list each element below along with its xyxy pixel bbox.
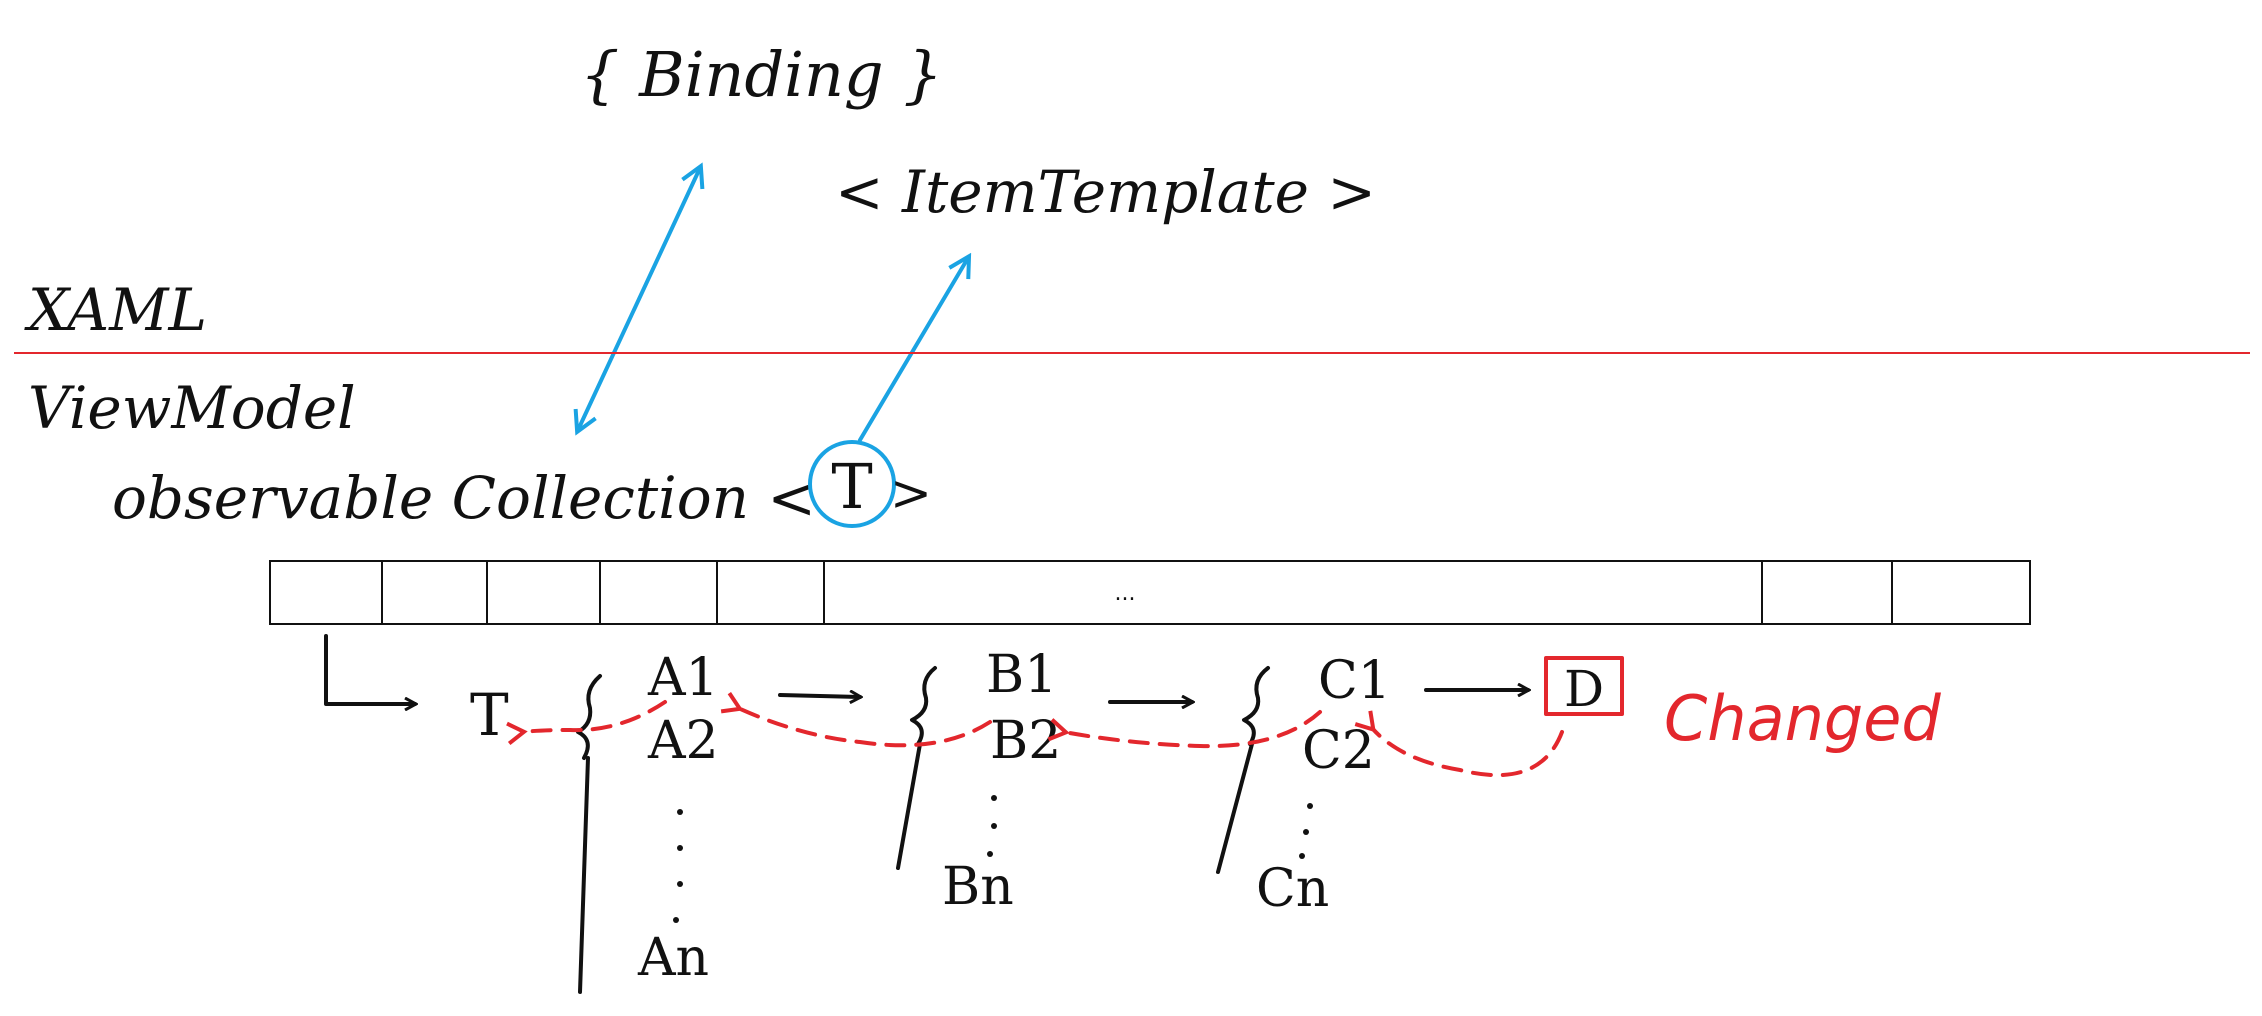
group-b-brace — [910, 666, 937, 746]
group-b-item-2: B2 — [990, 711, 1061, 771]
binding-link-arrow — [578, 168, 700, 430]
collection-label: observable Collection < — [112, 464, 816, 532]
chain-root-t: T — [470, 681, 509, 749]
leaf-d-box — [1544, 656, 1624, 716]
binding-label: { Binding } — [580, 38, 943, 111]
item-template-label: < ItemTemplate > — [835, 158, 1376, 226]
xaml-layer-label: XAML — [24, 276, 207, 344]
array-ellipsis: ... — [1115, 581, 1136, 606]
array-outline — [269, 560, 2031, 625]
change-a2-to-t-arrow — [506, 700, 667, 746]
element-pointer-arrow — [324, 634, 415, 704]
a-to-b-arrow — [778, 695, 860, 697]
group-a-vertical — [578, 756, 590, 994]
group-c-item-2: C2 — [1302, 721, 1375, 781]
group-a-ellipsis — [673, 809, 683, 923]
group-b-item-1: B1 — [986, 645, 1057, 705]
group-a-brace — [576, 674, 602, 760]
group-a-item-1: A1 — [647, 648, 719, 708]
group-a-item-n: An — [637, 928, 709, 988]
group-c-vertical — [1216, 742, 1254, 874]
type-param-label: T — [831, 450, 872, 523]
group-b-ellipsis — [987, 795, 997, 857]
group-c-brace — [1242, 666, 1270, 746]
group-c-item-1: C1 — [1318, 651, 1391, 711]
change-d-to-c1-arrow — [1354, 710, 1564, 778]
group-c-ellipsis — [1299, 803, 1313, 859]
collection-array: ... — [269, 560, 2031, 625]
group-a-item-2: A2 — [647, 711, 719, 771]
changed-label: Changed — [1664, 682, 1941, 755]
change-b2-to-a2-arrow — [720, 692, 992, 748]
item-template-link-arrow — [858, 258, 968, 442]
group-b-item-n: Bn — [942, 857, 1014, 917]
change-c1-to-b2-arrow — [1047, 710, 1322, 749]
collection-close-bracket: > — [890, 464, 932, 522]
group-c-item-n: Cn — [1256, 859, 1329, 919]
leaf-d-label: D — [1564, 660, 1604, 718]
type-param-highlight — [808, 440, 896, 528]
viewmodel-layer-label: ViewModel — [28, 374, 356, 442]
group-b-vertical — [896, 742, 922, 870]
